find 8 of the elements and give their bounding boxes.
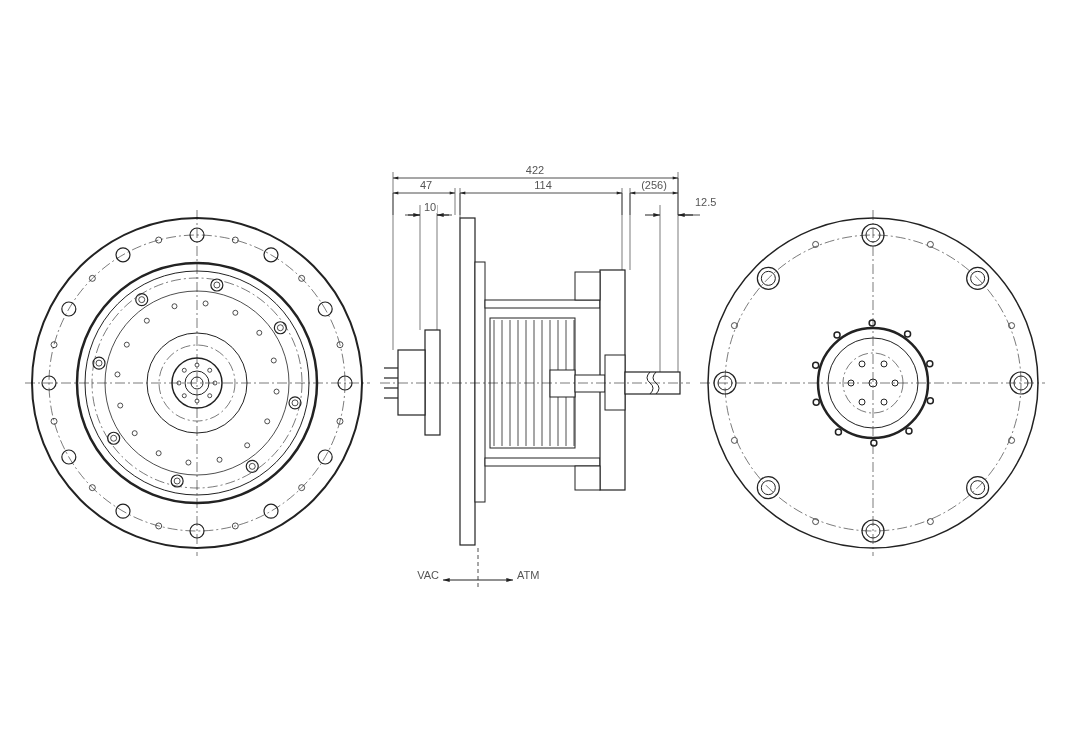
dimension-text: 114 (533, 179, 553, 191)
dimension-text: 12.5 (694, 196, 718, 208)
direction-label: VAC (416, 569, 440, 581)
direction-label: ATM (516, 569, 541, 581)
dimension-text: (256) (640, 179, 668, 191)
dimension-text: 10 (422, 201, 438, 213)
dimension-text: 47 (418, 179, 434, 191)
dimension-text: 422 (524, 164, 546, 176)
